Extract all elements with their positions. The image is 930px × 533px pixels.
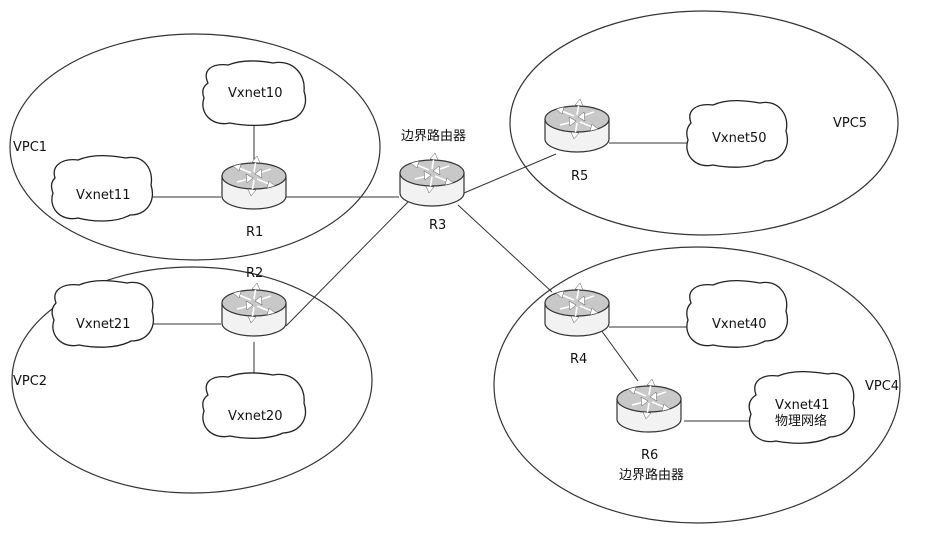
router-r1-icon — [221, 155, 287, 210]
vpc5-label: VPC5 — [833, 116, 867, 131]
router-r3[interactable] — [399, 152, 465, 207]
router-r6[interactable] — [616, 378, 682, 433]
links — [150, 125, 754, 422]
router-r4-icon — [544, 282, 610, 337]
vxnet20-cloud — [202, 372, 307, 439]
router-r4-label: R4 — [570, 352, 587, 367]
vpc4-boundary — [493, 246, 901, 524]
link-r2-r3 — [285, 201, 409, 327]
router-r2-label: R2 — [246, 266, 263, 281]
router-r5[interactable] — [544, 98, 610, 153]
vxnet10-cloud — [202, 60, 307, 127]
router-r3-label: R3 — [429, 218, 446, 233]
link-r4-r6 — [600, 329, 639, 382]
vpc2-label: VPC2 — [13, 374, 47, 389]
link-r3-r5 — [463, 153, 557, 194]
vxnet50-cloud — [686, 99, 788, 168]
border-router-caption-r3: 边界路由器 — [401, 128, 466, 144]
vxnet21-label: Vxnet21 — [76, 317, 130, 332]
vpc5-boundary — [509, 10, 899, 236]
router-r2-icon — [221, 282, 287, 337]
router-r3-icon — [399, 152, 465, 207]
router-r5-label: R5 — [571, 169, 588, 184]
vxnet40-cloud — [686, 279, 788, 348]
router-r2[interactable] — [221, 282, 287, 337]
vxnet10-label: Vxnet10 — [228, 86, 282, 101]
vpc1-label: VPC1 — [13, 140, 47, 155]
vxnet11-label: Vxnet11 — [76, 188, 130, 203]
vxnet20-label: Vxnet20 — [228, 409, 282, 424]
router-r1[interactable] — [221, 155, 287, 210]
vxnet50-label: Vxnet50 — [712, 131, 766, 146]
vxnet41-label-line2: 物理网络 — [775, 413, 827, 429]
vxnet11-cloud — [50, 154, 153, 222]
vpc2-boundary — [11, 266, 373, 494]
router-r6-label: R6 — [641, 448, 658, 463]
border-router-caption-r6: 边界路由器 — [619, 467, 684, 483]
vxnet41-cloud — [748, 370, 855, 444]
vpc4-label: VPC4 — [865, 379, 899, 394]
router-r6-icon — [616, 378, 682, 433]
vpc1-boundary — [9, 33, 381, 261]
vxnet21-cloud — [51, 279, 154, 348]
router-r1-label: R1 — [246, 225, 263, 240]
link-r3-r4 — [457, 204, 553, 293]
vxnet40-label: Vxnet40 — [712, 317, 766, 332]
vxnet41-label-line1: Vxnet41 — [775, 398, 829, 413]
router-r5-icon — [544, 98, 610, 153]
router-r4[interactable] — [544, 282, 610, 337]
